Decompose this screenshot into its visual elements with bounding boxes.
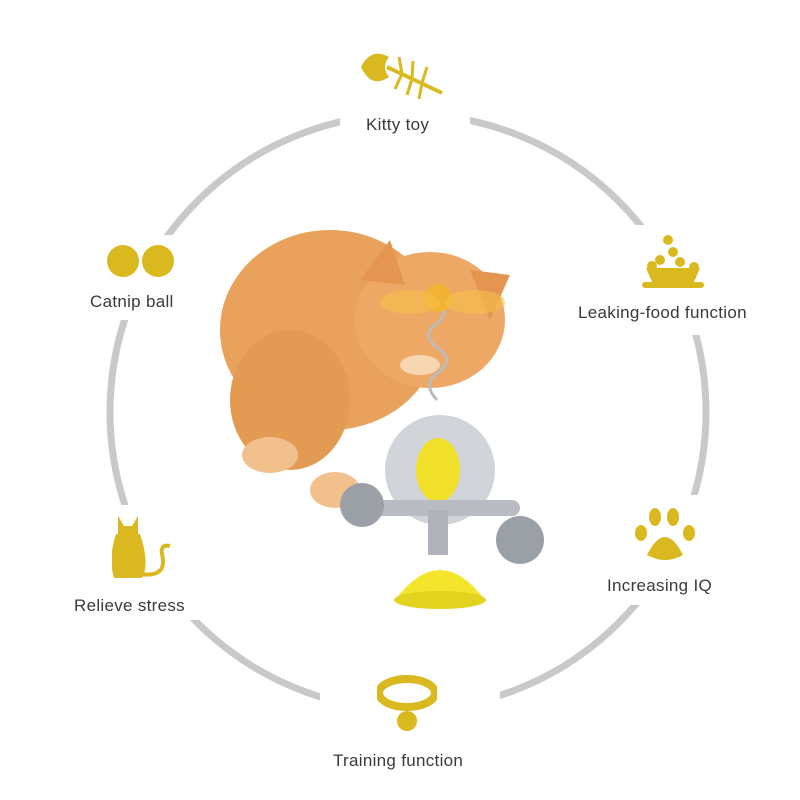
sitting-cat-icon	[112, 516, 171, 578]
feature-label-catnip-ball: Catnip ball	[84, 290, 180, 314]
feature-label-kitty-toy: Kitty toy	[360, 113, 436, 137]
fish-bone-icon	[361, 53, 443, 100]
feature-label-increasing-iq: Increasing IQ	[601, 574, 719, 598]
feature-label-training-function: Training function	[327, 749, 470, 773]
catnip-balls-icon	[107, 245, 174, 277]
food-bowl-icon	[642, 235, 704, 288]
feature-label-relieve-stress: Relieve stress	[68, 594, 191, 618]
paw-print-icon	[635, 508, 695, 560]
kitten-photo	[220, 230, 510, 508]
cat-collar-icon	[377, 675, 437, 731]
feature-label-leaking-food: Leaking-food function	[572, 301, 753, 325]
windmill-toy	[340, 284, 544, 609]
